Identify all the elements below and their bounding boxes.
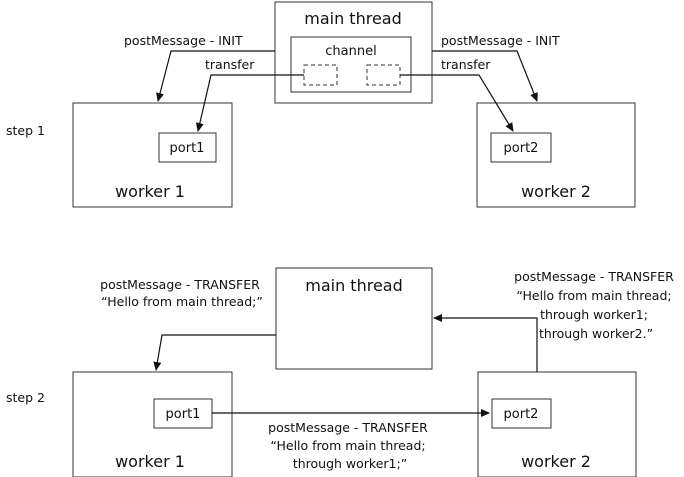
step2-port1-label: port1 [166, 407, 201, 422]
step1-init-label-left: postMessage - INIT [124, 33, 243, 48]
step1-label: step 1 [6, 123, 45, 138]
step1-worker2-label: worker 2 [521, 182, 591, 201]
step2-label: step 2 [6, 390, 45, 405]
step1-port2-label: port2 [504, 141, 539, 156]
step2-message-bottom-line3: through worker1;” [293, 456, 407, 471]
step2-message-bottom-line1: postMessage - TRANSFER [268, 420, 428, 435]
step1-transfer-arrow-right [400, 74, 514, 132]
step2-message-left: postMessage - TRANSFER “Hello from main … [100, 277, 264, 309]
step2-main-thread-box [275, 267, 433, 370]
step2-arrow-worker2-to-main [433, 314, 538, 372]
step2-message-bottom: postMessage - TRANSFER “Hello from main … [268, 420, 432, 471]
step1-main-thread-label: main thread [304, 9, 402, 28]
step1-init-arrow-right [432, 50, 538, 102]
step1-port1-label: port1 [170, 141, 205, 156]
step2-worker1-label: worker 1 [115, 452, 185, 471]
step2-message-right: postMessage - TRANSFER “Hello from main … [514, 269, 678, 341]
step2-message-left-line1: postMessage - TRANSFER [100, 277, 260, 292]
step1-init-arrow-left [156, 50, 275, 102]
step2-message-bottom-line2: “Hello from main thread; [270, 438, 425, 453]
step1-port2-box [490, 132, 552, 163]
step1-port1-box [158, 132, 217, 163]
step2-message-right-line3: through worker1; [540, 307, 648, 322]
channel-port2-placeholder [366, 64, 401, 86]
channel-port1-placeholder [303, 64, 338, 86]
step1-transfer-label-left: transfer [205, 57, 255, 72]
step2-message-right-line4: through worker2.” [539, 326, 653, 341]
step1-init-label-right: postMessage - INIT [441, 33, 560, 48]
step1-transfer-label-right: transfer [441, 57, 491, 72]
step2-port1-box [153, 398, 213, 429]
step2-port2-label: port2 [504, 407, 539, 422]
step2-message-right-line2: “Hello from main thread; [516, 288, 671, 303]
step2-port2-box [491, 398, 552, 429]
step2-arrow-main-to-worker1 [153, 334, 276, 371]
step2-message-left-line2: “Hello from main thread;” [101, 294, 263, 309]
step1-worker1-label: worker 1 [115, 182, 185, 201]
step2-message-right-line1: postMessage - TRANSFER [514, 269, 674, 284]
channel-label: channel [325, 44, 376, 59]
step1-transfer-arrow-left [195, 74, 304, 132]
step2-worker2-label: worker 2 [521, 452, 591, 471]
step2-main-thread-label: main thread [305, 276, 403, 295]
